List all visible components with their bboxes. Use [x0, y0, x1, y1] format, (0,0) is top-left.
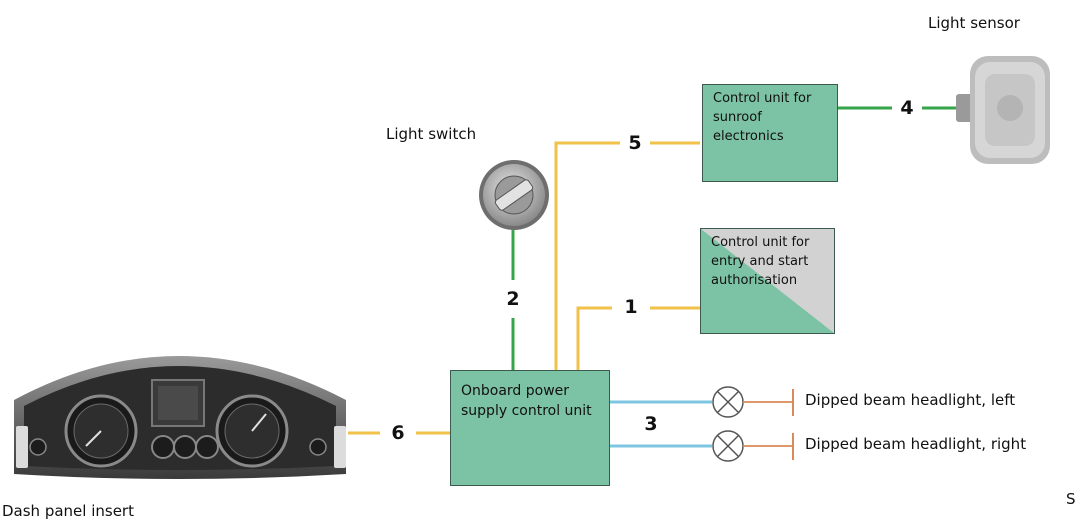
connection-number-3: 3 [644, 413, 658, 435]
sunroof-box-line-2: sunroof [713, 110, 762, 125]
entry-start-control-unit: Control unit for entry and start authori… [700, 228, 835, 334]
light-switch-icon [479, 160, 549, 230]
sunroof-control-unit: Control unit for sunroof electronics [702, 84, 838, 182]
onboard-box-line-1: Onboard power [461, 383, 570, 399]
onboard-power-supply-control-unit: Onboard power supply control unit [450, 370, 610, 486]
sunroof-box-line-1: Control unit for [713, 91, 812, 106]
headlight-left-label: Dipped beam headlight, left [805, 391, 1016, 409]
line-5 [554, 141, 620, 370]
yellow-bus-lines [348, 141, 700, 435]
dash-panel-label: Dash panel insert [2, 502, 134, 520]
light-switch-label: Light switch [386, 125, 477, 143]
entry-box-line-3: authorisation [711, 273, 798, 288]
onboard-box-line-2: supply control unit [461, 403, 592, 419]
sunroof-box-line-3: electronics [713, 129, 784, 144]
dash-panel-icon [14, 356, 346, 479]
light-sensor-icon [956, 56, 1050, 164]
connection-number-1: 1 [624, 296, 638, 318]
entry-box-line-1: Control unit for [711, 235, 810, 250]
connection-number-4: 4 [900, 97, 914, 119]
connection-number-5: 5 [628, 132, 642, 154]
headlight-right-lamp [712, 430, 794, 462]
corner-mark: S [1066, 490, 1076, 508]
light-sensor-label: Light sensor [928, 14, 1020, 32]
blue-lamp-lines [610, 400, 712, 448]
connection-number-2: 2 [506, 288, 520, 310]
connection-number-6: 6 [391, 422, 405, 444]
headlight-right-label: Dipped beam headlight, right [805, 435, 1027, 453]
headlight-left-lamp [712, 386, 794, 418]
entry-box-line-2: entry and start [711, 254, 809, 269]
line-1 [576, 306, 612, 370]
green-bus-lines [511, 106, 960, 370]
